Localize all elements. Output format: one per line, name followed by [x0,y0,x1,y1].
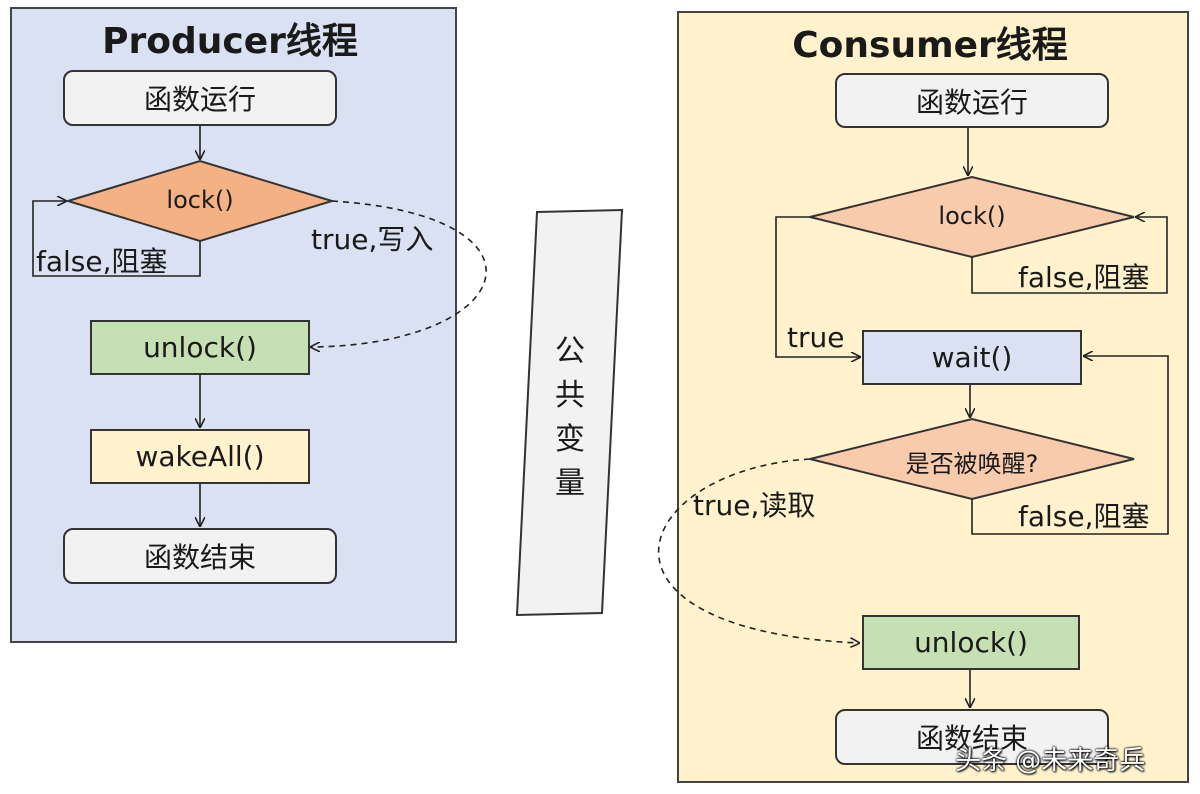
consumer-title: Consumer线程 [792,25,1068,66]
shared-variable-label: 公 共 变 量 [555,334,585,501]
producer-true-label: true,写入 [311,223,434,256]
consumer-true-read-dashed [657,458,859,643]
consumer-wake-check-label: 是否被唤醒? [905,450,1039,478]
producer-unlock-box: unlock() [90,320,310,375]
watermark: 头条 @未来奇兵 [955,746,1146,776]
producer-true-dashed [311,200,487,347]
consumer-lock-true-label: true [787,321,845,354]
consumer-true-read-label: true,读取 [693,489,816,522]
consumer-start-box: 函数运行 [835,73,1109,128]
consumer-wake-false-loop [971,356,1169,535]
producer-title: Producer线程 [102,21,358,62]
consumer-lock-label: lock() [938,202,1006,230]
producer-end-box: 函数结束 [63,528,337,584]
shared-variable-shape [515,208,624,617]
consumer-end-box: 函数结束 [835,709,1109,765]
producer-lock-label: lock() [166,186,234,214]
producer-false-label: false,阻塞 [36,245,168,278]
consumer-lock-false-label: false,阻塞 [1018,261,1150,294]
producer-start-box: 函数运行 [63,70,337,126]
consumer-lock-diamond [809,175,1135,259]
consumer-unlock-box: unlock() [862,615,1080,670]
consumer-wait-box: wait() [862,330,1082,385]
consumer-wake-false-label: false,阻塞 [1018,500,1150,533]
producer-wake-box: wakeAll() [90,429,310,484]
consumer-wake-diamond [809,417,1135,501]
producer-false-loop [32,201,201,277]
consumer-lock-false-loop [971,217,1168,294]
consumer-lock-true-path [775,216,860,357]
